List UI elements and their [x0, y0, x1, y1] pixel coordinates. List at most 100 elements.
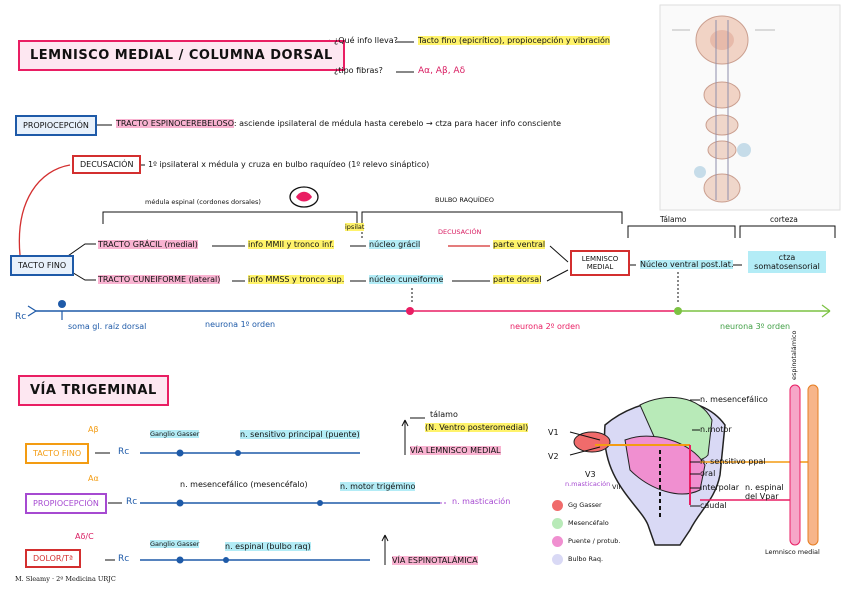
rc-trig-2: Rc [126, 497, 138, 507]
nucleo-gracil: núcleo grácil [369, 240, 421, 249]
lemnisco-medial-box: LEMNISCO MEDIAL [570, 250, 630, 276]
tracto-gracil: TRACTO GRÁCIL (medial) [98, 240, 198, 249]
dolor-box: DOLOR/Tª [25, 549, 81, 568]
n-sensitivo-principal: n. sensitivo principal (puente) [240, 430, 360, 439]
label-corteza: corteza [770, 215, 798, 224]
fig-lemnisco-medial: Lemnisco medial [765, 548, 820, 556]
talamo-trig: tálamo [430, 410, 458, 419]
n-sensitivo-principal-text: n. sensitivo principal (puente) [240, 430, 360, 439]
tracto-gracil-text: TRACTO GRÁCIL (medial) [98, 240, 198, 249]
propio-line: TRACTO ESPINOCEREBELOSO: asciende ipsila… [116, 119, 561, 128]
fig-v2: V2 [548, 452, 559, 461]
n-motor-trigemino-text: n. motor trigémino [340, 482, 416, 491]
parte-ventral: parte ventral [493, 240, 546, 249]
fiber-aa: Aα [88, 474, 99, 483]
tacto-fino-trig-box: TACTO FINO [25, 443, 90, 464]
fig-espinal-vpar: n. espinal del Vpar [745, 483, 784, 501]
tracto-cuneiforme-text: TRACTO CUNEIFORME (lateral) [98, 275, 221, 284]
parte-dorsal: parte dorsal [493, 275, 542, 284]
neurona-1-label: neurona 1º orden [205, 320, 276, 329]
via-lemnisco-medial-text: VÍA LEMNISCO MEDIAL [410, 446, 501, 455]
trigeminal-title: VÍA TRIGEMINAL [18, 375, 169, 406]
legend-swatch [552, 499, 563, 511]
rc-trig-1: Rc [118, 447, 130, 457]
nucleo-gracil-text: núcleo grácil [369, 240, 421, 249]
n-motor-trigemino: n. motor trigémino [340, 482, 416, 491]
neurona-2-label: neurona 2º orden [510, 322, 581, 331]
rc-trig-3: Rc [118, 554, 130, 564]
legend-item: Bulbo Raq. [552, 550, 620, 568]
label-decusacion-2: DECUSACIÓN [438, 228, 482, 236]
tracto-cuneiforme: TRACTO CUNEIFORME (lateral) [98, 275, 221, 284]
fig-v3: V3 [585, 470, 596, 479]
nucleo-ventral-text: Núcleo ventral post.lat. [640, 260, 734, 269]
gasser-label-2-text: Ganglio Gasser [150, 540, 200, 548]
parte-dorsal-text: parte dorsal [493, 275, 542, 284]
fiber-ab: Aβ [88, 425, 99, 434]
legend-item: Gg Gasser [552, 496, 620, 514]
via-espinotalamica-text: VÍA ESPINOTALÁMICA [392, 556, 478, 565]
via-espinotalamica: VÍA ESPINOTALÁMICA [392, 556, 478, 565]
n-ventro-posteromedial: (N. Ventro posteromedial) [425, 423, 529, 432]
fiber-ad: Aδ/C [75, 532, 94, 541]
legend-label: Gg Gasser [568, 501, 602, 509]
parte-ventral-text: parte ventral [493, 240, 546, 249]
fig-masticacion: n.masticación [565, 480, 611, 488]
cuneif-info-text: info MMSS y tronco sup. [248, 275, 345, 284]
gracil-info-text: info MMII y tronco inf. [248, 240, 335, 249]
via-lemnisco-medial: VÍA LEMNISCO MEDIAL [410, 446, 501, 455]
page-title: LEMNISCO MEDIAL / COLUMNA DORSAL [18, 40, 345, 71]
label-talamo: Tálamo [660, 215, 687, 224]
fig-mesencefalico: n. mesencefálico [700, 395, 768, 404]
fig-vii: VII [612, 483, 621, 491]
nucleo-cuneiforme-text: núcleo cuneiforme [369, 275, 444, 284]
legend-label: Puente / protub. [568, 537, 621, 545]
legend-swatch [552, 535, 563, 547]
neurona-3-label: neurona 3º orden [720, 322, 791, 331]
propiocepcion-box: PROPIOCEPCIÓN [15, 115, 97, 136]
nucleo-ventral: Núcleo ventral post.lat. [640, 260, 734, 269]
fig-v1: V1 [548, 428, 559, 437]
question-fibers: ¿tipo fibras? [334, 66, 383, 75]
n-masticacion: n. masticación [452, 497, 511, 506]
rc-label: Rc [15, 312, 27, 322]
decusacion-box: DECUSACIÓN [72, 155, 142, 174]
fig-interpolar: interpolar [700, 483, 740, 492]
footer-credit: M. Sleamy · 2º Medicina URJC [15, 575, 116, 583]
fig-motor: n.motor [700, 425, 732, 434]
n-ventro-posteromedial-text: (N. Ventro posteromedial) [425, 423, 529, 432]
answer-info-text: Tacto fino (epicrítico), propiocepción y… [418, 36, 610, 45]
fig-sensitivo-ppal: n. sensitivo ppal [700, 457, 766, 466]
cuneif-info: info MMSS y tronco sup. [248, 275, 345, 284]
label-ipsilat-text: ipsilat [345, 223, 365, 231]
ctza-somatosensorial: ctza somatosensorial [748, 251, 826, 273]
answer-info: Tacto fino (epicrítico), propiocepción y… [418, 36, 610, 45]
n-mesencefalico: n. mesencefálico (mesencéfalo) [180, 480, 308, 489]
legend-swatch [552, 517, 563, 529]
tacto-fino-box: TACTO FINO [10, 255, 75, 276]
legend-item: Mesencéfalo [552, 514, 620, 532]
answer-fibers: Aα, Aβ, Aδ [418, 66, 466, 76]
fig-caudal: caudal [700, 501, 727, 510]
gasser-label-2: Ganglio Gasser [150, 540, 200, 548]
anatomy-image [659, 4, 841, 211]
gasser-label-1-text: Ganglio Gasser [150, 430, 200, 438]
label-ipsilat: ipsilat [345, 223, 365, 231]
propiocepcion-trig-box: PROPIOCEPCIÓN [25, 493, 107, 514]
legend-label: Bulbo Raq. [568, 555, 604, 563]
propio-text: : asciende ipsilateral de médula hasta c… [233, 119, 561, 128]
decusacion-text: 1º ipsilateral x médula y cruza en bulbo… [148, 160, 430, 169]
legend-label: Mesencéfalo [568, 519, 609, 527]
question-info: ¿Qué info lleva? [334, 36, 398, 45]
fig-espinotalamico: espinotalámico [790, 330, 798, 380]
nucleo-cuneiforme: núcleo cuneiforme [369, 275, 444, 284]
label-medula: médula espinal (cordones dorsales) [145, 198, 261, 206]
fig-oral: oral [700, 469, 716, 478]
gracil-info: info MMII y tronco inf. [248, 240, 335, 249]
legend-swatch [552, 553, 563, 565]
label-bulbo: BULBO RAQUÍDEO [435, 196, 494, 204]
legend-item: Puente / protub. [552, 532, 620, 550]
n-espinal: n. espinal (bulbo raq) [225, 542, 311, 551]
